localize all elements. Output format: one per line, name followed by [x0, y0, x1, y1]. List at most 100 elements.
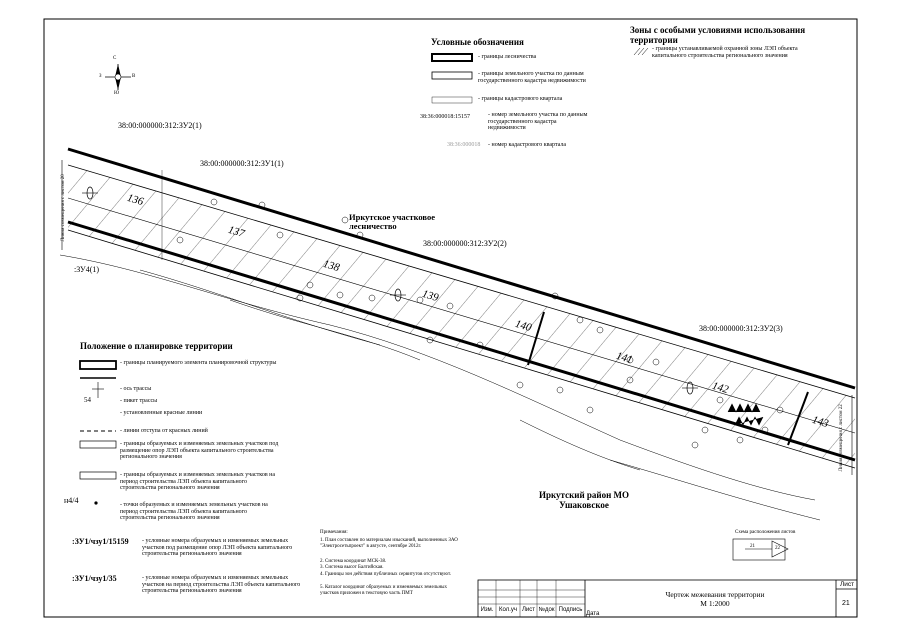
parcel-label-zu2-1: 38:00:000000:312:ЗУ2(1) [118, 121, 202, 130]
route-axis [67, 197, 856, 434]
legend-item-cadastral-quarter: - границы кадастрового квартала [478, 96, 563, 102]
note-line: 4. Границы зон действия публичных сервит… [320, 572, 452, 577]
tree-symbol [556, 386, 564, 394]
tree-symbol [586, 406, 594, 414]
parcel-label-zu2-2: 38:00:000000:312:ЗУ2(2) [423, 239, 507, 248]
tree-symbol [210, 198, 218, 206]
compass-e: В [132, 74, 136, 79]
tree-symbol [596, 326, 604, 334]
tree-symbol [716, 396, 724, 404]
edge-label-left: Линия совмещения с листом 20 [60, 174, 66, 242]
tree-symbol [626, 356, 634, 364]
compass-n: С [113, 56, 117, 61]
parcel-divider-1 [527, 311, 545, 366]
planning-sym-picket: 54 [84, 396, 91, 404]
legend-quarter-code: 38:36:000018 [447, 142, 481, 148]
planning-item-construction-plots: - границы образуемых и изменяемых земель… [120, 472, 276, 492]
stamp-col: №док [538, 607, 555, 613]
planning-sym-point: н4/4 [64, 496, 79, 505]
stamp-scale: М 1:2000 [700, 599, 730, 608]
tree-symbol [701, 426, 709, 434]
scheme-title: Схема расположения листов [735, 530, 796, 535]
planning-item-points: - точки образуемых и изменяемых земельны… [120, 502, 268, 522]
planning-item-boundary: - границы планируемого элемента планиров… [120, 360, 277, 366]
tree-symbol [336, 291, 344, 299]
compass-s: Ю [114, 91, 120, 96]
planning-sym-code-1: :ЗУ1/чзу1/15159 [72, 537, 129, 546]
zones-item: - границы устанавливаемой охранной зоны … [652, 46, 798, 59]
tree-symbol [368, 294, 376, 302]
planning-item-support-plots: - границы образуемых и изменяемых земель… [120, 441, 279, 461]
stamp-col: Изм. [480, 607, 494, 613]
stamp-sheet-number: 21 [842, 600, 850, 607]
stamp-col: Лист [521, 607, 536, 613]
planning-sym-code-2: :ЗУ1/чзу1/35 [72, 574, 117, 583]
note-line: 1. План составлен по материалам изыскани… [320, 538, 458, 549]
note-line: 3. Система высот Балтийская. [320, 565, 384, 570]
tree-symbol [551, 292, 559, 300]
note-line: 2. Система координат МСК-38. [320, 559, 387, 564]
scheme-sheet-a: 21 [750, 544, 755, 549]
tree-symbol [691, 441, 699, 449]
tree-symbol [356, 231, 364, 239]
stamp-sheet-label: Лист [840, 581, 855, 588]
corridor-top-thin [67, 164, 856, 399]
legend-item-quarter-number: - номер кадастрового квартала [488, 142, 567, 148]
tree-symbol [341, 216, 349, 224]
terrain-lines [59, 254, 821, 521]
tree-symbol [626, 376, 634, 384]
compass-icon [105, 64, 131, 90]
corridor-top-bold [67, 147, 856, 390]
planning-item-red-lines: - установленные красные линии [120, 410, 203, 416]
district-label: Иркутский район МО Ушаковское [538, 490, 630, 510]
notes-title: Примечания: [320, 530, 348, 535]
tree-symbol [258, 201, 266, 209]
planning-title: Положение о планировке территории [80, 341, 233, 351]
legend-item-land-plot: - границы земельного участка по данным г… [478, 71, 586, 84]
pole-crosses [82, 192, 698, 389]
sheet-scheme-diagram [732, 538, 789, 561]
scheme-sheet-b: 22 [775, 546, 780, 551]
stamp-col-date: Дата [586, 611, 600, 617]
parcel-label-zu2-3: 38:00:000000:312:ЗУ2(3) [699, 324, 783, 333]
parcel-label-zu4-1: :ЗУ4(1) [74, 265, 100, 274]
stamp-col: Подпись [558, 607, 583, 613]
legend-item-forestry: - границы лесничества [478, 54, 537, 60]
note-line: 5. Каталог координат образуемых и изменя… [320, 585, 447, 596]
tree-symbol [306, 281, 314, 289]
tree-symbol [776, 406, 784, 414]
planning-item-axis: - ось трассы [120, 386, 152, 392]
tree-symbol [516, 381, 524, 389]
planning-item-code-2: - условные номера образуемых и изменяемы… [142, 575, 301, 595]
planning-item-offset: - линии отступа от красных линий [120, 428, 208, 434]
tree-symbol [576, 316, 584, 324]
compass-w: З [99, 74, 102, 79]
stamp-columns: Изм. Кол.уч Лист №док Подпись [478, 604, 585, 617]
stamp-col: Кол.уч [499, 607, 517, 613]
tree-symbol [176, 236, 184, 244]
vegetation-symbols [176, 198, 784, 449]
corridor-bottom-thin [67, 229, 856, 469]
tree-symbol [426, 336, 434, 344]
tree-symbol [416, 296, 424, 304]
sheet-frame [43, 18, 858, 618]
tree-symbol [476, 341, 484, 349]
zones-title: Зоны с особыми условиями использования т… [630, 25, 806, 45]
parcel-label-zu1-1: 38:00:000000:312:ЗУ1(1) [200, 159, 284, 168]
forestry-label: Иркутское участковое лесничество [349, 212, 435, 232]
tree-symbol [296, 294, 304, 302]
parcel-divider-2 [787, 391, 809, 446]
tree-symbol [276, 231, 284, 239]
tree-symbol [652, 358, 660, 366]
edge-label-right: Линия совмещения с листом 22 [838, 404, 844, 472]
planning-item-picket: - пикет трассы [120, 398, 158, 404]
tree-symbol [446, 302, 454, 310]
legend-plot-code: 38:36:000018:15157 [420, 114, 471, 120]
stamp-title: Чертеж межевания территории [665, 590, 765, 599]
legend-item-plot-number: - номер земельного участка по данным гос… [488, 112, 588, 132]
corridor-bottom-bold [67, 220, 856, 462]
tree-symbol [736, 436, 744, 444]
planning-item-code-1: - условные номера образуемых и изменяемы… [142, 538, 293, 558]
